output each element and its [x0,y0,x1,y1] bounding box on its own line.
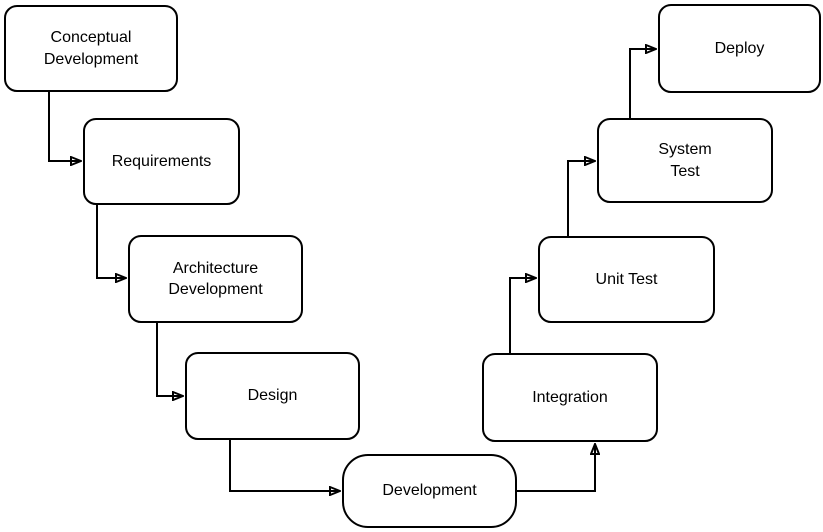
arrow-design-to-development [229,440,340,491]
node-integration: Integration [482,353,658,442]
node-requirements: Requirements [83,118,240,205]
arrow-architecture-to-design [156,323,183,396]
node-conceptual-development: Conceptual Development [4,5,178,92]
node-development: Development [342,454,517,528]
arrow-system-test-to-deploy [629,49,656,118]
node-unit-test: Unit Test [538,236,715,323]
node-architecture-development: Architecture Development [128,235,303,323]
node-system-test: System Test [597,118,773,203]
arrow-requirements-to-architecture [96,205,126,278]
arrow-unit-test-to-system-test [567,161,595,236]
arrow-integration-to-unit-test [509,278,536,353]
node-deploy: Deploy [658,4,821,93]
arrow-conceptual-to-requirements [48,92,81,161]
node-design: Design [185,352,360,440]
arrow-development-to-integration [517,444,595,492]
